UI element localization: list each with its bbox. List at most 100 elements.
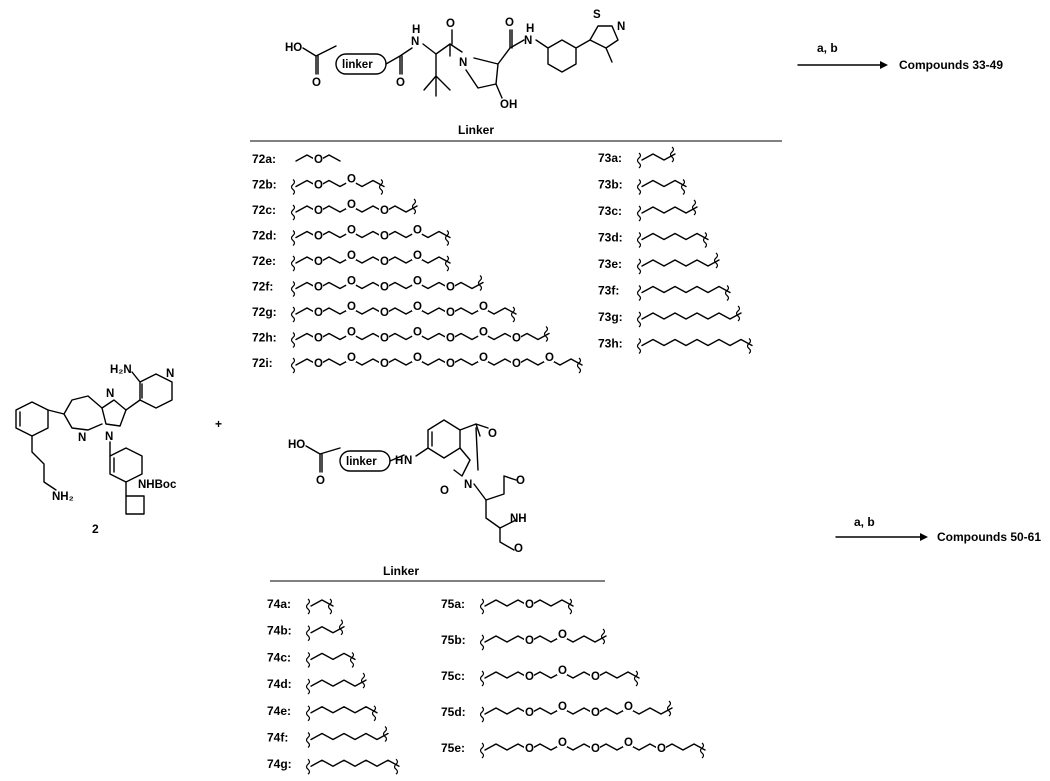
linker-row-74b: 74b: <box>267 619 345 642</box>
linker-oxygen: O <box>314 307 323 319</box>
linker-row-74d: 74d: <box>267 672 367 695</box>
linker-label: 73e: <box>598 257 622 271</box>
vhl-linker-label: linker <box>342 59 373 71</box>
compound2-boc: NHBoc <box>138 479 177 491</box>
pom-nh-h: H <box>395 455 403 467</box>
linker-row-72a: 72a: O <box>252 152 341 166</box>
linker-oxygen: O <box>624 737 633 749</box>
linker-label: 72b: <box>252 178 277 192</box>
thiazole-s: S <box>593 9 601 21</box>
linker-oxygen: O <box>314 154 323 166</box>
vhl-acid-o: O <box>312 77 321 89</box>
linker-label: 74c: <box>267 650 291 664</box>
vhl-amide-o-2: O <box>446 18 455 30</box>
linker-row-73g: 73g: <box>598 305 742 328</box>
linker-label: 73f: <box>598 284 619 298</box>
pom-imide-o-2: O <box>440 485 449 497</box>
linker-label: 74g: <box>267 757 292 771</box>
linker-label: 73h: <box>598 337 623 351</box>
linker-label: 72f: <box>252 280 273 294</box>
compound2-imidazole-n: N <box>106 388 114 400</box>
linker-oxygen: O <box>479 352 488 364</box>
linker-oxygen: O <box>525 707 534 719</box>
compound2-number: 2 <box>92 522 99 536</box>
compound2-pyridine-n: N <box>166 368 174 380</box>
linker-label: 75b: <box>441 633 466 647</box>
linker-oxygen: O <box>314 256 323 268</box>
linker-oxygen: O <box>314 205 323 217</box>
linker-row-75a: 75a:O <box>441 597 574 615</box>
vhl-amide-nh-n: N <box>411 36 419 48</box>
product-label-bottom: Compounds 50-61 <box>937 530 1041 544</box>
linker-oxygen: O <box>347 276 356 288</box>
linker-oxygen: O <box>347 199 356 211</box>
linker-list-74: 74a:74b:74c:74d:74e:74f:74g: <box>267 597 400 775</box>
linker-oxygen: O <box>525 635 534 647</box>
linker-oxygen: O <box>413 301 422 313</box>
linker-oxygen: O <box>624 701 633 713</box>
linker-row-72c: 72c: O O O <box>252 198 418 221</box>
linker-oxygen: O <box>525 599 534 611</box>
linker-row-73d: 73d: <box>598 231 709 248</box>
compound2-imidazole-n3: N <box>105 431 113 443</box>
linker-oxygen: O <box>380 256 389 268</box>
linker-oxygen: O <box>591 707 600 719</box>
linker-oxygen: O <box>479 301 488 313</box>
linker-table-title-top: Linker <box>458 123 494 137</box>
compound-2: H₂N N N N N NH₂ NHBoc 2 <box>15 364 177 536</box>
linker-oxygen: O <box>558 665 567 677</box>
linker-oxygen: O <box>347 352 356 364</box>
linker-row-73h: 73h: <box>598 337 753 354</box>
linker-row-75b: 75b: O O <box>441 628 607 651</box>
reaction-arrow-top: a, b Compounds 33-49 <box>797 41 1003 72</box>
vhl-scaffold: HO O linker O N H O N O N H OH S N <box>285 9 625 111</box>
linker-label: 72c: <box>252 203 276 217</box>
linker-oxygen: O <box>558 629 567 641</box>
linker-oxygen: O <box>545 352 554 364</box>
pom-glut-o-1: O <box>516 475 525 487</box>
linker-oxygen: O <box>347 174 356 186</box>
linker-label: 72h: <box>252 331 277 345</box>
linker-oxygen: O <box>314 282 323 294</box>
linker-label: 72e: <box>252 254 276 268</box>
linker-list-73: 73a:73b:73c:73d:73e:73f:73g:73h: <box>598 146 753 354</box>
linker-oxygen: O <box>479 327 488 339</box>
linker-oxygen: O <box>380 282 389 294</box>
linker-oxygen: O <box>413 250 422 262</box>
compound2-pyridine-n2: N <box>78 432 86 444</box>
linker-oxygen: O <box>380 358 389 370</box>
linker-row-73a: 73a: <box>598 146 676 169</box>
linker-row-74e: 74e: <box>267 704 378 722</box>
linker-oxygen: O <box>314 358 323 370</box>
linker-oxygen: O <box>512 333 521 345</box>
linker-oxygen: O <box>347 327 356 339</box>
compound2-amine: NH₂ <box>52 491 74 503</box>
reaction-arrow-bottom: a, b Compounds 50-61 <box>835 515 1041 544</box>
linker-oxygen: O <box>347 250 356 262</box>
vhl-acid-ho: HO <box>285 42 302 54</box>
linker-oxygen: O <box>446 307 455 319</box>
linker-label: 75e: <box>441 741 465 755</box>
linker-row-73f: 73f: <box>598 284 731 301</box>
linker-oxygen: O <box>380 205 389 217</box>
linker-label: 72a: <box>252 152 276 166</box>
linker-oxygen: O <box>558 737 567 749</box>
linker-row-74c: 74c: <box>267 650 356 668</box>
vhl-amide-nh2-n: N <box>524 35 532 47</box>
linker-oxygen: O <box>347 301 356 313</box>
pom-glut-o-2: O <box>514 543 523 555</box>
pom-nh-n: N <box>404 455 412 467</box>
linker-label: 73a: <box>598 151 622 165</box>
pom-imide-n: N <box>464 479 472 491</box>
linker-oxygen: O <box>347 225 356 237</box>
linker-label: 74f: <box>267 731 288 745</box>
reagents-label-top: a, b <box>817 41 838 55</box>
linker-oxygen: O <box>446 333 455 345</box>
